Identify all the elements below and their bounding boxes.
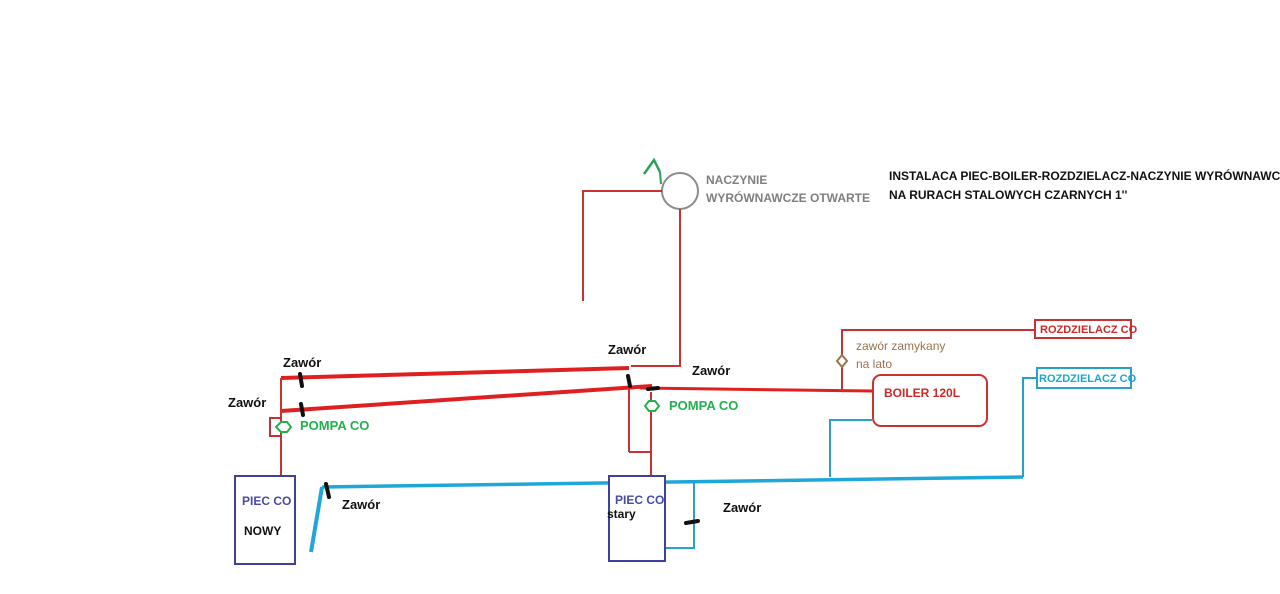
manifold-red-label: ROZDZIELACZ CO bbox=[1040, 324, 1138, 336]
summer-valve-icon bbox=[835, 353, 849, 369]
supply-pipe-upper bbox=[280, 366, 630, 380]
valve-label-left: Zawór bbox=[228, 395, 266, 410]
furnace-new-box bbox=[234, 475, 296, 565]
return-pipe-manifold bbox=[1022, 377, 1037, 477]
pump-left-bypass bbox=[269, 417, 281, 437]
return-pipe-new-furnace bbox=[309, 486, 324, 553]
vessel-overflow-pipe bbox=[582, 190, 662, 301]
valve-label-old-furnace: Zawór bbox=[723, 500, 761, 515]
manifold-red-supply bbox=[841, 329, 1035, 391]
valve-label-top-left: Zawór bbox=[283, 355, 321, 370]
diagram-title-line2: NA RURACH STALOWYCH CZARNYCH 1'' bbox=[889, 188, 1128, 202]
summer-valve-label-1: zawór zamykany bbox=[856, 339, 945, 353]
valve-label-center: Zawór bbox=[608, 342, 646, 357]
boiler-label: BOILER 120L bbox=[884, 386, 960, 400]
supply-pipe-to-boiler bbox=[639, 386, 873, 393]
vessel-supply-pipe bbox=[631, 209, 681, 367]
manifold-red-box bbox=[1034, 319, 1132, 339]
furnace-old-label-1: PIEC CO bbox=[615, 493, 664, 507]
valve-mark-icon bbox=[626, 374, 632, 388]
valve-mark-icon bbox=[684, 519, 700, 525]
vent-pipe-down bbox=[659, 171, 662, 185]
summer-valve-label-2: na lato bbox=[856, 357, 892, 371]
valve-label-return: Zawór bbox=[342, 497, 380, 512]
valve-mark-icon bbox=[298, 372, 304, 388]
valve-mark-icon bbox=[324, 482, 331, 499]
return-pipe-old-furnace bbox=[665, 480, 695, 549]
valve-label-center-right: Zawór bbox=[692, 363, 730, 378]
pump-right-icon bbox=[643, 400, 661, 412]
expansion-vessel-icon bbox=[661, 172, 699, 210]
furnace-old-box bbox=[608, 475, 666, 562]
valve-mark-icon bbox=[646, 386, 660, 391]
valve-marks bbox=[298, 372, 700, 525]
return-pipe-boiler bbox=[829, 419, 872, 477]
vent-pipe bbox=[642, 157, 662, 175]
pump-left-label: POMPA CO bbox=[300, 418, 369, 433]
manifold-blue-box bbox=[1036, 367, 1132, 389]
boiler-box bbox=[872, 374, 988, 427]
pump-left-icon bbox=[274, 421, 293, 433]
expansion-vessel-label-1: NACZYNIE bbox=[706, 173, 767, 187]
expansion-vessel-label-2: WYRÓWNAWCZE OTWARTE bbox=[706, 190, 870, 205]
furnace-new-label-2: NOWY bbox=[244, 524, 281, 538]
furnace-old-label-2: stary bbox=[607, 507, 636, 521]
diagram-title-line1: INSTALACA PIEC-BOILER-ROZDZIELACZ-NACZYN… bbox=[889, 168, 1280, 183]
manifold-blue-label: ROZDZIELACZ CO bbox=[1039, 373, 1137, 385]
supply-pipe-lower bbox=[280, 384, 653, 413]
furnace-new-label-1: PIEC CO bbox=[242, 494, 291, 508]
return-pipe-main bbox=[321, 475, 1024, 489]
pump-right-label: POMPA CO bbox=[669, 398, 738, 413]
valve-mark-icon bbox=[299, 402, 305, 417]
